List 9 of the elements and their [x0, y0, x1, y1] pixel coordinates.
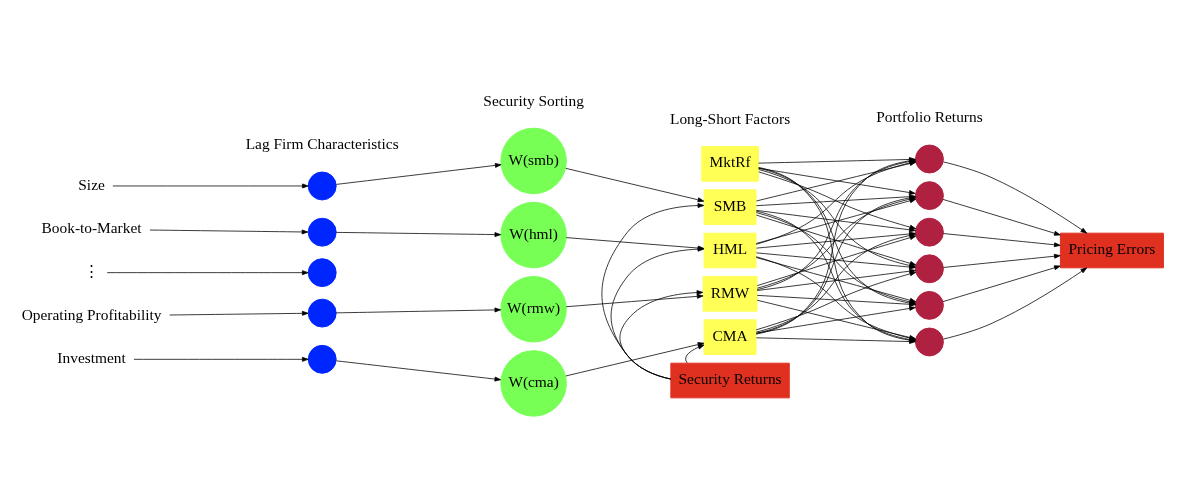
label: Security Sorting [483, 91, 584, 109]
node-text: Operating Profitability [21, 305, 162, 323]
label: Lag Firm Characteristics [245, 134, 399, 152]
node-text: ⋮ [84, 261, 100, 279]
label: Portfolio Returns [876, 107, 983, 125]
node-text: Investment [57, 348, 126, 366]
node-text: Book-to-Market [41, 218, 142, 236]
node-text: Size [78, 175, 105, 193]
label: Long-Short Factors [670, 109, 791, 127]
